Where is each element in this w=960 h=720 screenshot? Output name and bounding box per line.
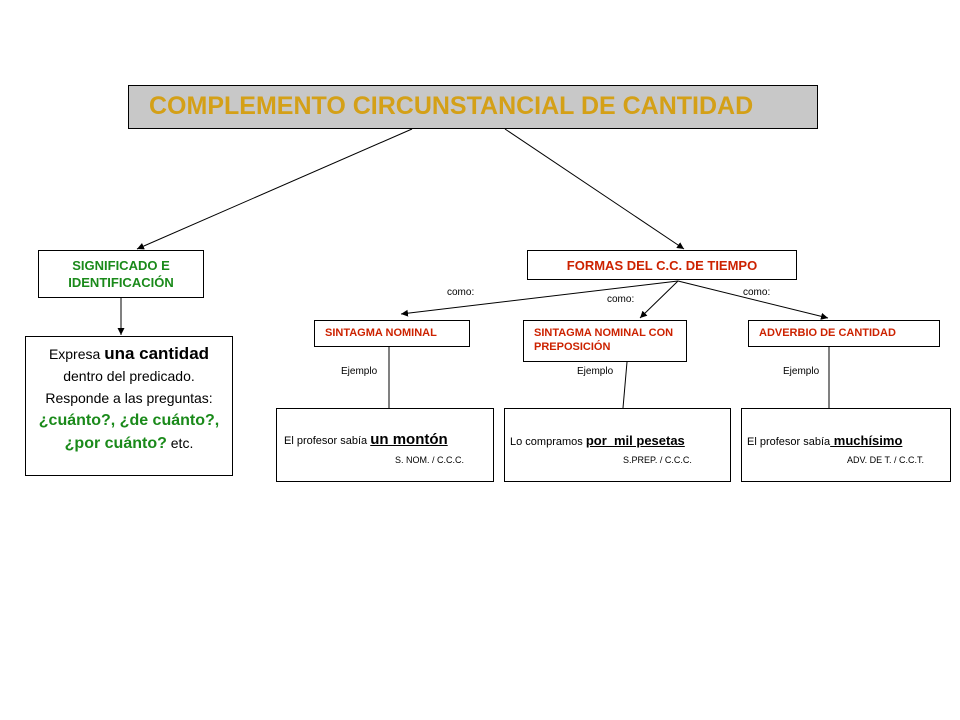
- example-analysis-3: ADV. DE T. / C.C.T.: [847, 455, 925, 465]
- arrow-formas-to-sn: [400, 280, 679, 317]
- ejemplo-label-2: Ejemplo: [577, 366, 614, 377]
- como-label-1: como:: [447, 287, 475, 298]
- example-sentence-1: El profesor sabía un montón: [284, 431, 448, 448]
- title-box: COMPLEMENTO CIRCUNSTANCIAL DE CANTIDAD: [128, 85, 818, 129]
- sintagma-nominal-label: SINTAGMA NOMINAL: [325, 327, 437, 339]
- example-box-1: El profesor sabía un montón S. NOM. / C.…: [276, 408, 494, 482]
- arrow-formas-to-adv: [677, 280, 829, 320]
- description-box: Expresa una cantidad dentro del predicad…: [25, 336, 233, 476]
- adverbio-label: ADVERBIO DE CANTIDAD: [759, 327, 896, 339]
- example-prefix-3: El profesor sabía: [747, 436, 831, 448]
- example-sentence-3: El profesor sabía muchísimo: [747, 433, 902, 448]
- sintagma-preposicion-label: SINTAGMA NOMINAL CON PREPOSICIÓN: [534, 327, 674, 353]
- sintagma-preposicion-box: SINTAGMA NOMINAL CON PREPOSICIÓN: [523, 320, 687, 362]
- example-highlight-3: muchísimo: [830, 433, 903, 448]
- line-snp-to-example: [622, 361, 628, 409]
- example-sentence-2: Lo compramos por mil pesetas: [510, 433, 685, 448]
- example-box-2: Lo compramos por mil pesetas S.PREP. / C…: [504, 408, 731, 482]
- example-highlight-2: por mil pesetas: [585, 433, 685, 448]
- ejemplo-label-3: Ejemplo: [783, 366, 820, 377]
- description-text: Expresa una cantidad dentro del predicad…: [30, 343, 228, 455]
- formas-label: FORMAS DEL C.C. DE TIEMPO: [566, 258, 758, 273]
- example-highlight-1: un montón: [370, 431, 448, 448]
- como-label-3: como:: [743, 287, 771, 298]
- example-box-3: El profesor sabía muchísimo ADV. DE T. /…: [741, 408, 951, 482]
- ejemplo-label-1: Ejemplo: [341, 366, 378, 377]
- formas-box: FORMAS DEL C.C. DE TIEMPO: [527, 250, 797, 280]
- desc-part-2: una cantidad: [104, 344, 210, 363]
- adverbio-box: ADVERBIO DE CANTIDAD: [748, 320, 940, 347]
- desc-part-5: etc.: [166, 435, 194, 451]
- desc-part-4: ¿cuánto?, ¿de cuánto?, ¿por cuánto?: [38, 412, 220, 452]
- significado-box: SIGNIFICADO E IDENTIFICACIÓN: [38, 250, 204, 298]
- arrow-title-to-significado: [136, 128, 413, 250]
- arrow-title-to-formas: [504, 128, 685, 250]
- desc-part-1: Expresa: [48, 346, 105, 362]
- example-analysis-1: S. NOM. / C.C.C.: [395, 455, 465, 465]
- significado-label: SIGNIFICADO E IDENTIFICACIÓN: [68, 258, 174, 290]
- sintagma-nominal-box: SINTAGMA NOMINAL: [314, 320, 470, 347]
- example-prefix-2: Lo compramos: [510, 436, 586, 448]
- diagram-title: COMPLEMENTO CIRCUNSTANCIAL DE CANTIDAD: [149, 92, 754, 120]
- arrow-formas-to-snp: [639, 280, 679, 319]
- como-label-2: como:: [607, 294, 635, 305]
- desc-part-3: dentro del predicado. Responde a las pre…: [45, 368, 213, 406]
- example-analysis-2: S.PREP. / C.C.C.: [623, 455, 692, 465]
- example-prefix-1: El profesor sabía: [284, 435, 371, 447]
